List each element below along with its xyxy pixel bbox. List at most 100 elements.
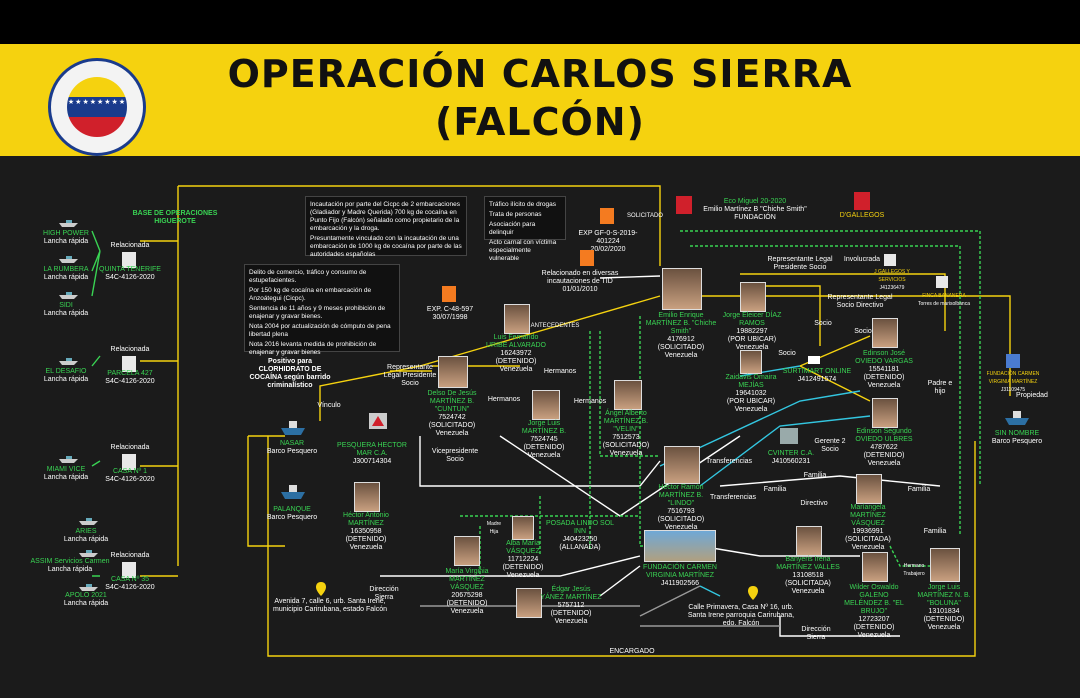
address-1: Avenida 7, calle 6, urb. Santa Irene, mu… bbox=[272, 598, 387, 613]
rel-madre-hija: Madre Hija bbox=[486, 521, 502, 535]
person-photo-edgar bbox=[516, 588, 542, 618]
positivo-note: Positivo para CLORHIDRATO DE COCAÍNA seg… bbox=[249, 358, 331, 389]
person-photo-jorge-luis bbox=[532, 390, 560, 420]
rel-transferencias-2: Transferencias bbox=[710, 494, 757, 501]
rel-hermanos-3: Hermanos bbox=[573, 398, 607, 405]
house-icon bbox=[122, 562, 136, 578]
speedboat-icon bbox=[59, 358, 78, 365]
person-photo-maria-virginia bbox=[454, 536, 480, 566]
building-icon bbox=[780, 428, 798, 444]
rel-vinculo: Vínculo bbox=[317, 402, 341, 409]
base-operaciones-label: BASE DE OPERACIONES HIGUEROTE bbox=[132, 210, 218, 225]
top-black-strip bbox=[0, 0, 1080, 44]
fundacion-building-photo bbox=[644, 530, 716, 562]
rel-hermanos-2: Hermanos bbox=[487, 396, 521, 403]
rel-gerente: Gerente 2 Socio bbox=[814, 438, 846, 453]
note-box-antecedentes: Delito de comercio, tráfico y consumo de… bbox=[244, 264, 400, 356]
rel-encargado: ENCARGADO bbox=[609, 648, 655, 655]
person-photo-jorge-boluna bbox=[930, 548, 960, 582]
person-photo-wilder bbox=[862, 552, 888, 582]
rel-direccion-sierra-2: Dirección Sierra bbox=[801, 626, 831, 641]
person-photo-banyeris bbox=[796, 526, 822, 556]
rel-familia-4: Familia bbox=[923, 528, 947, 535]
antecedentes-label: ANTECEDENTES bbox=[530, 323, 580, 329]
flag-icon: ★★★★★★★★ bbox=[67, 77, 127, 137]
person-photo-diaz bbox=[740, 282, 766, 312]
person-jorge-boluna: Jorge Luis MARTÍNEZ N. B. "BOLUNA"131018… bbox=[917, 584, 971, 631]
page-title: OPERACIÓN CARLOS SIERRA bbox=[227, 52, 853, 96]
person-photo-zaidavis bbox=[740, 350, 762, 374]
rel-socio-3: Socio bbox=[778, 350, 796, 357]
rel-familia: Familia bbox=[763, 486, 787, 493]
fishing-boat-icon bbox=[281, 485, 305, 499]
property-rel-4: Relacionada bbox=[110, 552, 150, 559]
rel-padre-hijo: Padre e hijo bbox=[927, 380, 953, 395]
person-jorge-luis: Jorge Luis MARTÍNEZ B.7524745(DETENIDO)V… bbox=[521, 420, 567, 459]
solicitado-tag: SOLICITADO bbox=[627, 213, 663, 219]
note-box-incautacion: Incautación por parte del Cicpc de 2 emb… bbox=[305, 196, 467, 258]
rel-socio-2: Socio bbox=[854, 328, 872, 335]
rel-socio: Socio bbox=[814, 320, 832, 327]
document-icon bbox=[600, 208, 614, 224]
rel-involucrada: Involucrada bbox=[843, 256, 881, 263]
fishing-boat-icon bbox=[1005, 411, 1029, 425]
rel-familia-3: Familia bbox=[907, 486, 931, 493]
speedboat-icon bbox=[59, 456, 78, 463]
house-icon bbox=[122, 252, 136, 268]
person-photo-angel bbox=[614, 380, 642, 410]
rel-representante-2: Representante Legal Socio Directivo bbox=[827, 294, 893, 309]
house-icon bbox=[884, 254, 896, 266]
ministry-seal: ★★★★★★★★ bbox=[48, 58, 146, 156]
rel-hermanos: Hermanos bbox=[543, 368, 577, 375]
cart-icon bbox=[808, 356, 820, 364]
person-photo-alba bbox=[512, 516, 534, 540]
house-icon bbox=[122, 454, 136, 470]
location-pin-icon bbox=[316, 582, 326, 596]
person-photo-hector-ramon bbox=[664, 446, 700, 484]
property-rel-3: Relacionada bbox=[110, 444, 150, 451]
page-subtitle: (FALCÓN) bbox=[435, 100, 645, 144]
company-dgallegos: D'GALLEGOS bbox=[839, 212, 885, 219]
connector-base-top bbox=[178, 185, 661, 266]
company-cvinter: CVINTER C.A.J410560231 bbox=[767, 450, 815, 465]
rel-representante-pesquera: Representante Legal Presidente Socio bbox=[383, 364, 437, 387]
address-2: Calle Primavera, Casa Nº 16, urb. Santa … bbox=[687, 604, 795, 627]
location-pin-icon bbox=[748, 586, 758, 600]
person-angel: Ángel Alberto MARTÍNEZ B. "VELIN"7512573… bbox=[602, 410, 650, 457]
foundation-icon bbox=[1006, 354, 1020, 368]
rel-familia-2: Familia bbox=[803, 472, 827, 479]
house-icon bbox=[936, 276, 948, 288]
document-icon bbox=[442, 286, 456, 302]
person-photo-hector-antonio bbox=[354, 482, 380, 512]
person-photo-emilio bbox=[662, 268, 702, 310]
person-photo-oviedo-vargas bbox=[872, 318, 898, 348]
person-photo-mariangela bbox=[856, 474, 882, 504]
rel-vicepresidente: Vicepresidente Socio bbox=[431, 448, 479, 463]
rel-hermano-trabajero: Hermano Trabajero bbox=[903, 563, 925, 577]
speedboat-icon bbox=[79, 518, 98, 525]
